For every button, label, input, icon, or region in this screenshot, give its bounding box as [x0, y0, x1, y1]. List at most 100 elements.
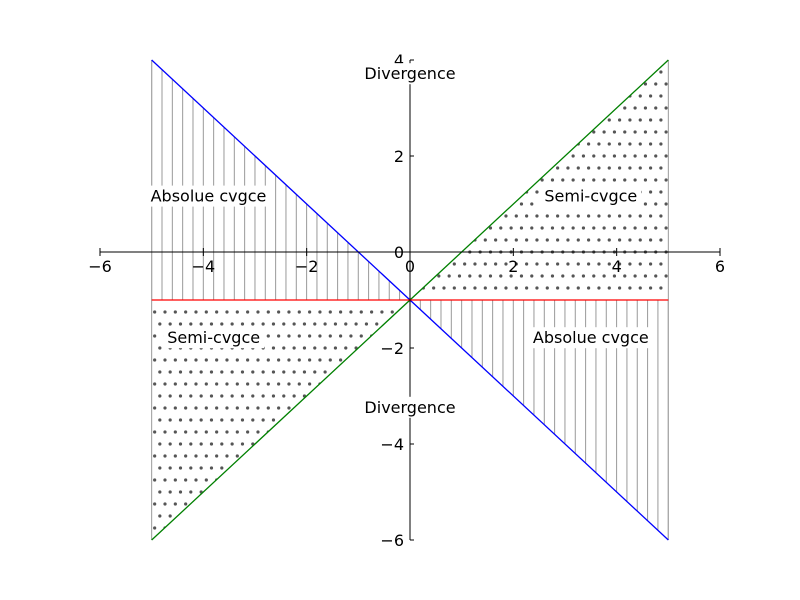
hatch-dot [489, 490, 492, 493]
hatch-dot [411, 238, 415, 242]
hatch-dot [158, 154, 161, 157]
hatch-dot [427, 442, 430, 445]
hatch-dot [262, 178, 265, 181]
hatch-dot [272, 226, 275, 229]
hatch-dot [519, 60, 524, 62]
hatch-dot [225, 142, 228, 145]
hatch-dot [489, 514, 492, 517]
hatch-dot [468, 538, 471, 541]
hatch-dot [179, 130, 182, 133]
hatch-dot [318, 94, 321, 97]
hatch-dot [597, 238, 601, 242]
hatch-dot [355, 202, 358, 205]
hatch-dot [158, 178, 161, 181]
hatch-dot [323, 442, 327, 446]
hatch-dot [282, 514, 286, 518]
hatch-dot [643, 274, 648, 278]
label-background [540, 185, 642, 207]
hatch-dot [349, 118, 352, 121]
hatch-dot [354, 538, 358, 540]
hatch-dot [318, 478, 322, 482]
hatch-dot [452, 238, 456, 242]
hatch-dot [333, 538, 338, 540]
hatch-dot [432, 454, 435, 457]
hatch-dot [519, 82, 524, 86]
hatch-dot [400, 502, 405, 506]
hatch-dot [648, 166, 653, 170]
hatch-dot [628, 526, 631, 529]
hatch-dot [644, 370, 647, 373]
hatch-dot [411, 118, 415, 122]
hatch-dot [277, 430, 281, 434]
hatch-dot [479, 370, 482, 373]
hatch-dot [504, 454, 507, 457]
hatch-dot [483, 142, 487, 146]
hatch-dot [535, 166, 539, 170]
hatch-dot [241, 58, 244, 61]
hatch-dot [370, 502, 374, 506]
hatch-dot [287, 166, 290, 169]
hatch-dot [370, 454, 374, 458]
hatch-dot [334, 106, 337, 109]
hatch-dot [209, 538, 214, 540]
hatch-dot [302, 466, 307, 470]
hatch-dot [623, 418, 626, 421]
hatch-dot [251, 82, 254, 85]
hatch-dot [494, 190, 498, 194]
hatch-dot [618, 286, 622, 290]
hatch-dot [592, 60, 596, 62]
hatch-dot [541, 322, 544, 325]
hatch-dot [354, 514, 358, 518]
hatch-dot [484, 526, 487, 529]
hatch-dot [416, 274, 420, 278]
hatch-dot [215, 286, 218, 289]
hatch-dot [654, 178, 658, 182]
hatch-dot [158, 514, 162, 518]
hatch-dot [488, 274, 493, 278]
hatch-dot [256, 70, 259, 73]
hatch-dot [163, 454, 167, 458]
hatch-dot [504, 478, 507, 481]
hatch-dot [525, 310, 528, 313]
hatch-dot [225, 118, 228, 121]
hatch-dot [479, 394, 482, 397]
hatch-dot [597, 94, 601, 98]
hatch-dot [158, 82, 161, 85]
hatch-dot [355, 274, 358, 277]
hatch-dot [535, 286, 539, 290]
hatch-dot [514, 214, 518, 218]
hatch-dot [541, 466, 544, 469]
hatch-dot [390, 478, 394, 482]
hatch-dot [163, 238, 166, 241]
hatch-dot [169, 106, 172, 109]
hatch-dot [287, 310, 291, 314]
hatch-dot [483, 190, 487, 194]
hatch-dot [499, 322, 502, 325]
hatch-dot [370, 286, 373, 289]
hatch-dot [422, 430, 425, 433]
hatch-dot [519, 226, 524, 230]
hatch-dot [421, 262, 425, 266]
hatch-dot [261, 442, 265, 446]
hatch-dot [530, 106, 534, 110]
hatch-dot [241, 130, 244, 133]
hatch-dot [220, 130, 223, 133]
region-label-group: Divergence [360, 63, 460, 85]
hatch-dot [566, 94, 570, 98]
hatch-dot [230, 418, 234, 422]
hatch-dot [215, 214, 218, 217]
hatch-dot [339, 310, 343, 314]
hatch-dot [432, 334, 435, 337]
hatch-dot [329, 238, 332, 241]
hatch-dot [220, 490, 224, 494]
hatch-dot [546, 406, 549, 409]
hatch-dot [231, 82, 234, 85]
hatch-dot [561, 514, 564, 517]
hatch-dot [515, 454, 518, 457]
region-label: Absolue cvgce [533, 328, 649, 347]
hatch-dot [427, 322, 430, 325]
hatch-dot [519, 130, 524, 134]
hatch-dot [530, 466, 533, 469]
hatch-dot [654, 538, 657, 541]
